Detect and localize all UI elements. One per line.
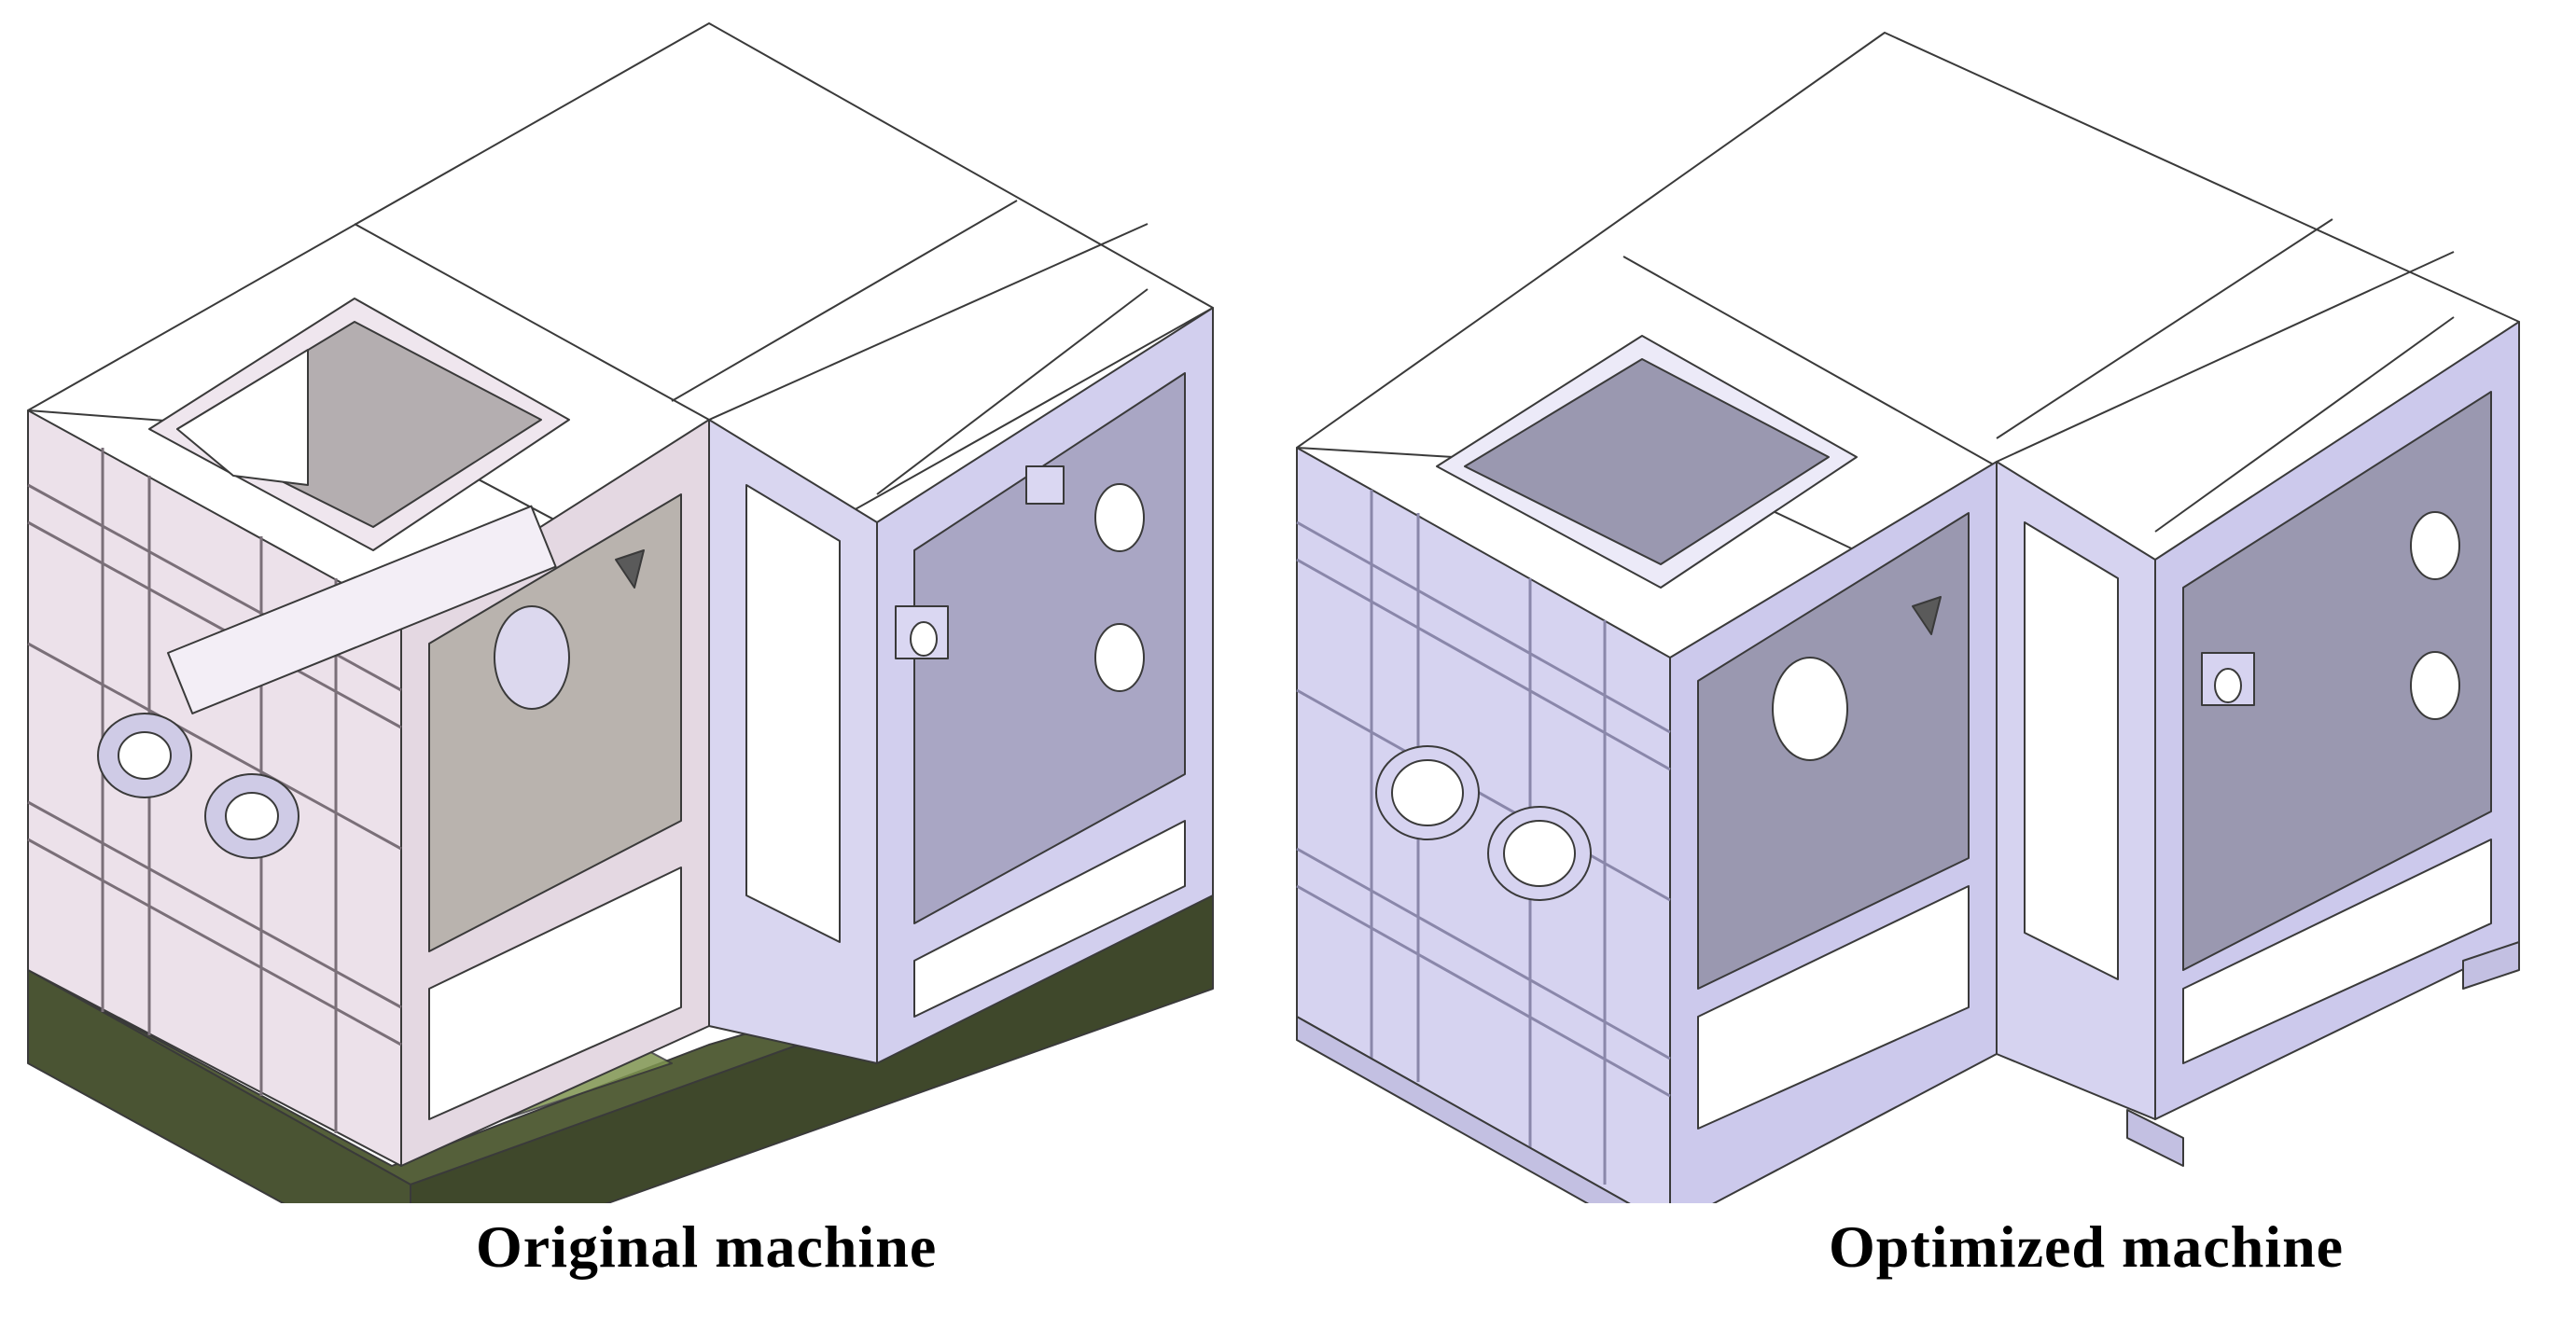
original-spindles	[97, 505, 570, 859]
optimized-machine-panel: Optimized machine	[1288, 0, 2576, 1317]
optimized-bearing-holes	[1375, 745, 1592, 901]
original-machine-model	[27, 22, 1214, 1203]
optimized-machine-caption: Optimized machine	[1829, 1213, 2345, 1280]
optimized-machine-model	[1296, 32, 2520, 1203]
original-machine-panel: Original machine	[27, 22, 1214, 1280]
original-machine-caption: Original machine	[476, 1213, 938, 1280]
original-base-front	[27, 969, 411, 1203]
optimized-left-front-face	[1296, 447, 1671, 1203]
